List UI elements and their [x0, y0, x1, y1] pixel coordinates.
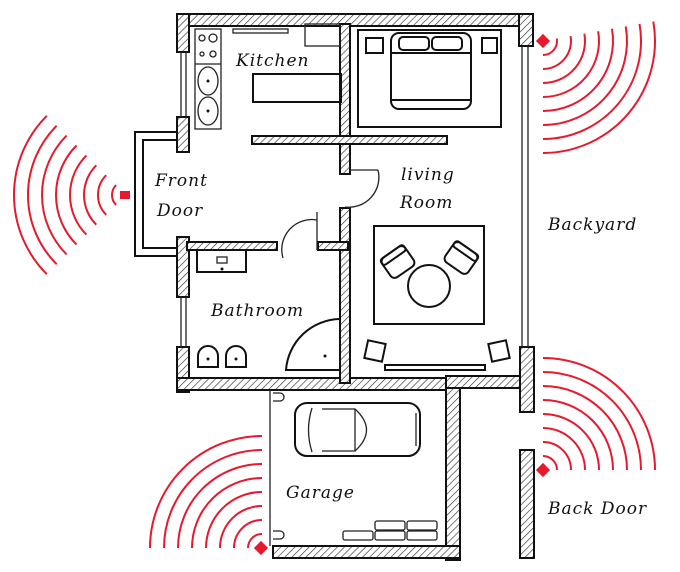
label-garage: Garage	[286, 483, 355, 503]
signal-wave	[542, 31, 600, 98]
signal-wave	[542, 35, 572, 70]
bedroom-corner-sensor	[535, 21, 656, 154]
top-left-wall	[176, 13, 190, 53]
signal-wave	[542, 371, 642, 471]
signal-wave	[542, 26, 628, 126]
back-door-wall	[519, 449, 535, 559]
label-door: Door	[156, 201, 203, 221]
sensor-icon	[253, 540, 269, 556]
bedroom-rug	[357, 29, 502, 128]
label-backyard: Backyard	[547, 215, 637, 235]
bedroom-furniture	[357, 29, 502, 128]
kitchen-island	[252, 73, 342, 103]
coffee-table	[407, 264, 451, 308]
top-right-wall	[518, 13, 534, 47]
room-labels: Kitchen Front Door living Room Bathroom …	[154, 51, 647, 519]
label-living: living	[401, 165, 455, 185]
front-door-sensor	[13, 115, 130, 275]
label-back-door: Back Door	[547, 499, 647, 519]
sensor-icon	[535, 33, 551, 49]
signal-wave	[247, 533, 263, 549]
sink-icon	[197, 66, 219, 96]
signal-wave	[542, 33, 586, 84]
living-right-lower-wall	[519, 346, 535, 413]
label-room: Room	[399, 193, 453, 213]
kitchen-bottom-wall	[251, 135, 448, 145]
front-left-lower-wall	[176, 236, 190, 298]
windows	[180, 23, 529, 546]
top-wall	[176, 13, 534, 27]
signal-wave	[149, 435, 263, 549]
signal-wave	[542, 28, 614, 112]
garage-sensor	[149, 435, 269, 556]
walls	[176, 13, 535, 561]
back-door-sensor	[535, 357, 656, 478]
signal-wave	[219, 505, 263, 549]
signal-wave	[83, 164, 98, 226]
kitchen-furniture	[194, 28, 342, 130]
signal-wave	[97, 174, 107, 216]
shower-icon	[284, 318, 341, 371]
signal-wave	[69, 154, 88, 236]
sensor-icon	[120, 191, 130, 199]
front-left-upper-wall	[176, 116, 190, 153]
signal-wave	[205, 491, 263, 549]
bed-icon	[390, 32, 472, 110]
signal-wave	[542, 23, 642, 140]
bathroom-sink	[196, 249, 247, 273]
nightstand-right	[481, 37, 498, 54]
signal-wave	[111, 184, 117, 206]
bathroom-furniture	[196, 249, 341, 371]
garage-right-wall	[445, 377, 461, 561]
signal-wave	[13, 115, 48, 275]
bath-top-wall-right	[317, 241, 349, 251]
tv-stand	[384, 364, 486, 371]
signal-wave	[177, 463, 263, 549]
signal-wave	[191, 477, 263, 549]
sensors	[13, 21, 656, 556]
toilet-icon	[197, 345, 219, 368]
nightstand-left	[365, 37, 384, 54]
signal-wave	[542, 413, 600, 471]
signal-wave	[27, 124, 58, 266]
signal-wave	[41, 134, 68, 256]
bath-top-wall	[186, 241, 278, 251]
kitchen-shelf	[232, 28, 289, 34]
signal-wave	[542, 455, 558, 471]
signal-wave	[55, 144, 78, 246]
signal-wave	[542, 357, 656, 471]
signal-wave	[542, 38, 558, 56]
signal-wave	[542, 21, 656, 154]
signal-wave	[542, 441, 572, 471]
signal-wave	[233, 519, 263, 549]
signal-wave	[542, 427, 586, 471]
garage-furniture	[273, 392, 438, 541]
label-kitchen: Kitchen	[235, 51, 309, 71]
sensor-icon	[535, 462, 551, 478]
label-front: Front	[154, 171, 208, 191]
armchair-right	[443, 240, 480, 275]
interior-wall-vertical-bottom	[339, 207, 351, 384]
bottom-house-wall	[176, 377, 461, 391]
car-icon	[294, 402, 421, 457]
label-bathroom: Bathroom	[210, 301, 304, 321]
living-furniture	[363, 225, 511, 371]
kitchen-counter	[194, 28, 222, 130]
door-swings	[281, 169, 380, 259]
armchair-left	[379, 244, 416, 279]
front-door-frame	[134, 131, 177, 257]
living-rug	[373, 225, 485, 325]
signal-wave	[542, 399, 614, 471]
garage-bottom-wall	[272, 545, 461, 559]
signal-wave	[163, 449, 263, 549]
signal-wave	[542, 385, 628, 471]
